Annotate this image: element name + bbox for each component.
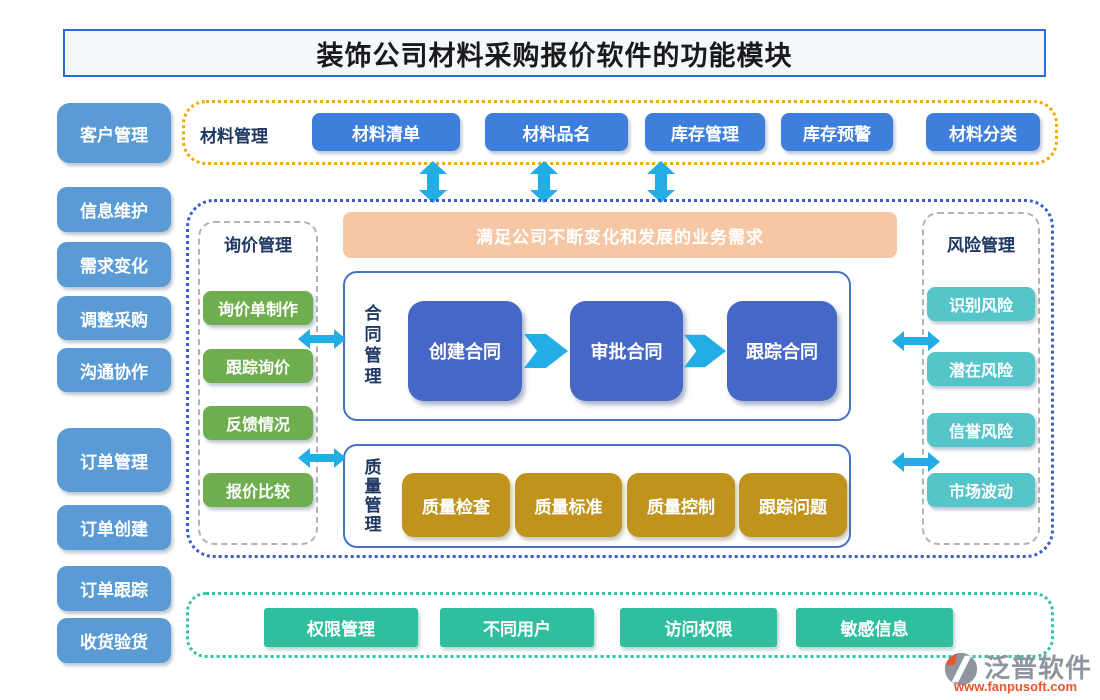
double-arrow-vertical-icon [647,161,675,203]
risk-button-potential[interactable]: 潜在风险 [927,352,1035,386]
material-section [182,100,1058,165]
business-needs-banner: 满足公司不断变化和发展的业务需求 [343,212,897,258]
material-section-label: 材料管理 [200,127,268,146]
double-arrow-horizontal-icon [298,448,346,468]
sidebar-item-receiving-inspection[interactable]: 收货验货 [57,618,171,663]
quality-button-issues[interactable]: 跟踪问题 [739,473,847,537]
permission-button-mgmt[interactable]: 权限管理 [264,608,418,647]
page-title: 装饰公司材料采购报价软件的功能模块 [63,29,1046,77]
double-arrow-horizontal-icon [892,331,940,351]
material-button-category[interactable]: 材料分类 [926,113,1040,151]
contract-step-approve[interactable]: 审批合同 [570,301,683,401]
sidebar-item-communication[interactable]: 沟通协作 [57,348,171,392]
inquiry-group-label: 询价管理 [224,236,292,255]
risk-group-label: 风险管理 [947,236,1015,255]
risk-group-box [922,212,1040,545]
permission-button-access[interactable]: 访问权限 [620,608,777,647]
brand-footer: 泛普软件 www.fanpusoft.com [940,646,1098,698]
chevron-right-icon [684,334,726,368]
risk-button-reputation[interactable]: 信誉风险 [927,413,1035,447]
sidebar-item-customer-mgmt[interactable]: 客户管理 [57,103,171,163]
inquiry-button-sheet[interactable]: 询价单制作 [203,291,313,325]
contract-step-create[interactable]: 创建合同 [408,301,522,401]
fanpu-logo-icon [944,652,978,686]
sidebar-item-order-mgmt[interactable]: 订单管理 [57,428,171,492]
material-button-inventory[interactable]: 库存管理 [645,113,765,151]
double-arrow-horizontal-icon [298,329,346,349]
contract-group-label: 合同管理 [361,304,381,388]
sidebar-item-demand-change[interactable]: 需求变化 [57,242,171,287]
chevron-right-icon [524,334,568,368]
sidebar-item-order-track[interactable]: 订单跟踪 [57,566,171,611]
risk-button-identify[interactable]: 识别风险 [927,287,1035,321]
double-arrow-horizontal-icon [892,452,940,472]
sidebar-item-order-create[interactable]: 订单创建 [57,505,171,550]
inquiry-group-box [198,221,318,545]
double-arrow-vertical-icon [419,161,447,203]
risk-button-market[interactable]: 市场波动 [927,473,1035,507]
permission-button-sensitive[interactable]: 敏感信息 [796,608,953,647]
sidebar-item-info-maintenance[interactable]: 信息维护 [57,187,171,232]
core-section [186,199,1054,558]
quality-button-standard[interactable]: 质量标准 [515,473,622,537]
permission-button-users[interactable]: 不同用户 [440,608,594,647]
material-button-list[interactable]: 材料清单 [312,113,460,151]
quality-group-label: 质量管理 [361,458,381,534]
material-button-alert[interactable]: 库存预警 [781,113,893,151]
inquiry-button-feedback[interactable]: 反馈情况 [203,406,313,440]
material-button-name[interactable]: 材料品名 [485,113,628,151]
sidebar-item-adjust-procurement[interactable]: 调整采购 [57,296,171,340]
inquiry-button-track[interactable]: 跟踪询价 [203,349,313,383]
brand-website[interactable]: www.fanpusoft.com [954,679,1078,694]
double-arrow-vertical-icon [530,161,558,203]
contract-step-track[interactable]: 跟踪合同 [727,301,837,401]
permission-section [186,592,1054,658]
quality-button-check[interactable]: 质量检查 [402,473,510,537]
brand-name: 泛普软件 [984,653,1093,683]
inquiry-button-compare[interactable]: 报价比较 [203,473,313,507]
quality-button-control[interactable]: 质量控制 [627,473,735,537]
